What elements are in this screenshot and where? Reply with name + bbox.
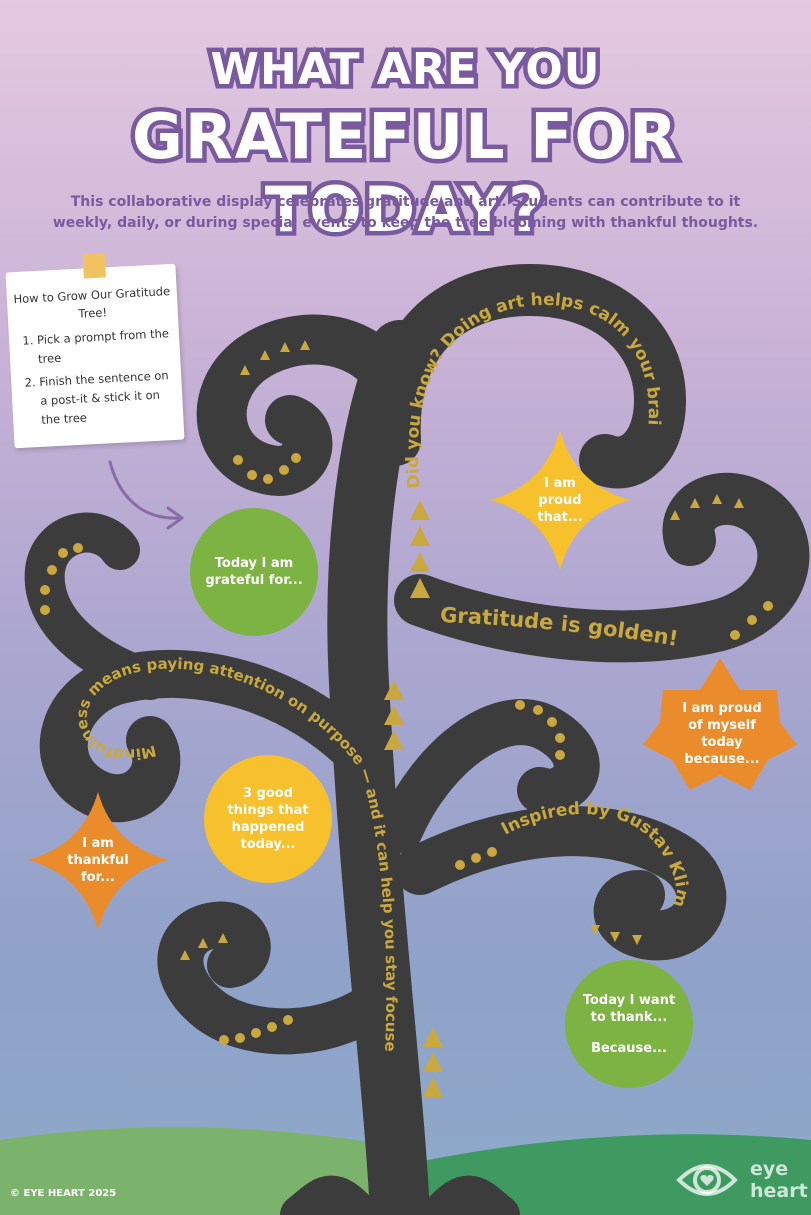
prompt-grateful[interactable]: Today I am grateful for... xyxy=(190,508,318,636)
prompt-thankful[interactable]: I am thankful for... xyxy=(58,830,138,890)
gold-decorations xyxy=(40,340,773,1097)
title-line-1: WHAT ARE YOU xyxy=(206,40,604,100)
prompt-proud-myself[interactable]: I am proud of myself today because... xyxy=(672,696,772,772)
title-line-2: GRATEFUL FOR TODAY? xyxy=(127,96,681,251)
copyright: © EYE HEART 2025 xyxy=(10,1188,117,1199)
arrow-icon xyxy=(108,460,182,520)
prompt-thankful-text: I am thankful for... xyxy=(67,835,129,885)
instruction-steps: Pick a prompt from the tree Finish the s… xyxy=(9,324,184,432)
logo-text: eye heart xyxy=(750,1158,808,1202)
instruction-title: How to Grow Our Gratitude Tree! xyxy=(13,283,171,321)
star-orange-right xyxy=(643,658,797,790)
prompt-proud-myself-text: I am proud of myself today because... xyxy=(682,701,762,767)
arrowhead-icon xyxy=(166,506,184,530)
prompt-want-thank-text: Today I want to thank... xyxy=(582,992,676,1025)
instruction-step: Pick a prompt from the tree xyxy=(37,324,173,369)
subtitle: This collaborative display celebrates gr… xyxy=(52,194,759,231)
prompt-proud-that-text: I am proud that... xyxy=(537,475,583,525)
logo-line-2: heart xyxy=(750,1180,808,1202)
prompt-proud-that[interactable]: I am proud that... xyxy=(520,470,600,530)
eye-heart-icon xyxy=(676,1164,738,1196)
instruction-note: How to Grow Our Gratitude Tree! Pick a p… xyxy=(5,253,185,449)
prompt-good-things-text: 3 good things that happened today... xyxy=(227,786,309,852)
instruction-step: Finish the sentence on a post-it & stick… xyxy=(39,366,176,430)
star-orange-left xyxy=(28,792,168,930)
prompt-good-things[interactable]: 3 good things that happened today... xyxy=(204,755,332,883)
star-yellow xyxy=(490,430,630,570)
prompt-grateful-text: Today I am grateful for... xyxy=(205,556,303,588)
prompt-because-text: Because... xyxy=(591,1040,667,1056)
eye-heart-logo: eye heart xyxy=(676,1158,811,1206)
logo-line-1: eye xyxy=(750,1158,789,1180)
prompt-want-thank[interactable]: Today I want to thank... Because... xyxy=(565,960,693,1088)
tape-icon xyxy=(82,253,106,279)
